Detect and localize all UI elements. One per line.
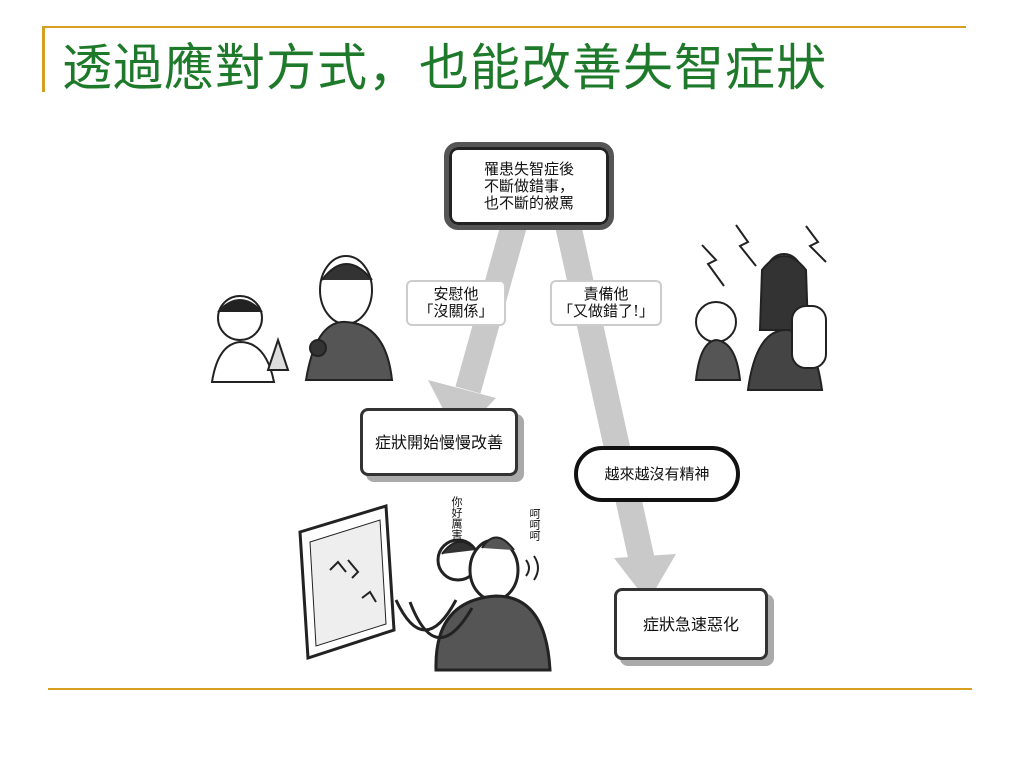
title-accent-bar	[42, 26, 45, 92]
child-figure	[210, 295, 290, 383]
scolding-family-figure	[694, 224, 827, 391]
listless-box: 越來越沒有精神	[574, 446, 740, 502]
bottom-rule	[48, 688, 972, 690]
slide-title: 透過應對方式，也能改善失智症狀	[62, 39, 827, 97]
speech-praise: 你好厲害	[450, 496, 463, 540]
arrow-right-head	[614, 554, 676, 602]
speech-laugh: 呵呵呵	[528, 508, 541, 541]
scold-label: 責備他 「又做錯了!」	[550, 280, 662, 326]
gaming-scene	[298, 504, 552, 672]
comfort-label: 安慰他 「沒關係」	[406, 280, 506, 326]
grandpa-figure	[304, 255, 394, 381]
arrow-right-shaft	[555, 222, 657, 573]
flow-illustration: 罹患失智症後 不斷做錯事， 也不斷的被罵 安慰他 「沒關係」 責備他 「又做錯了…	[196, 130, 856, 680]
top-situation-box: 罹患失智症後 不斷做錯事， 也不斷的被罵	[444, 142, 614, 230]
title-top-rule	[42, 26, 966, 28]
improve-result-box: 症狀開始慢慢改善	[360, 408, 518, 476]
worsen-result-box: 症狀急速惡化	[614, 588, 768, 660]
